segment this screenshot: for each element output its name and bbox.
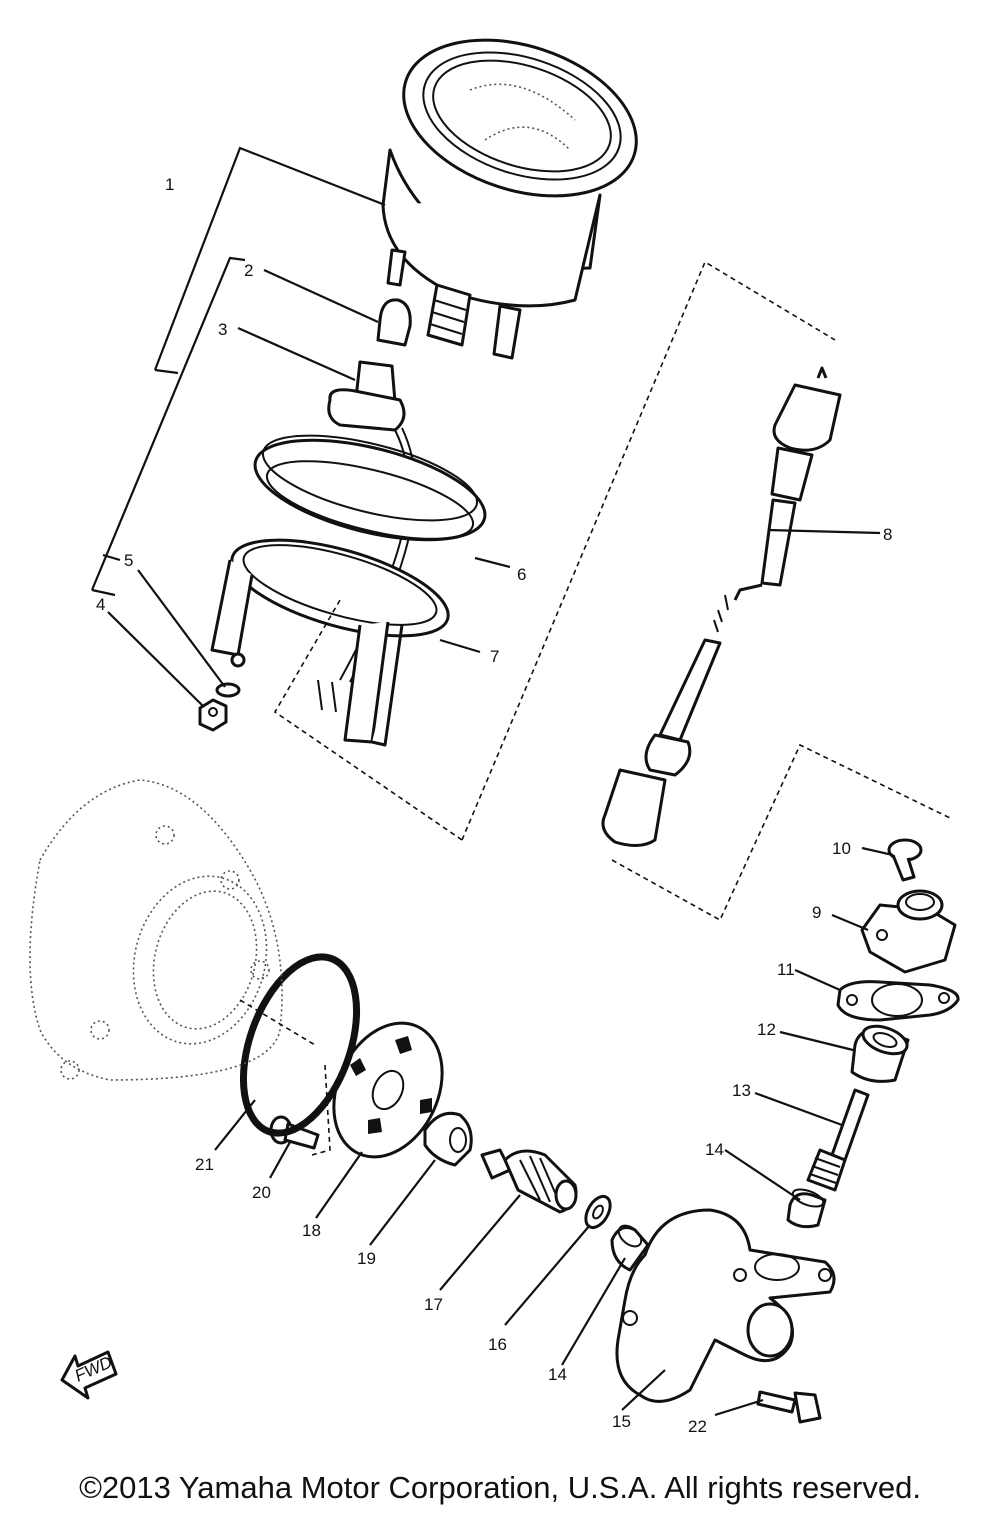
- bushing-lower: [610, 1224, 650, 1272]
- bushing: [850, 1024, 910, 1083]
- gear-housing: [615, 1208, 836, 1403]
- callout-2: 2: [244, 261, 253, 280]
- callout-14-lower: 14: [548, 1365, 567, 1384]
- callout-11: 11: [777, 960, 795, 979]
- callout-17: 17: [424, 1295, 443, 1314]
- callout-10: 10: [832, 839, 851, 858]
- meter-bulb: [376, 298, 412, 347]
- callout-7: 7: [490, 647, 499, 666]
- meter-cable: [601, 366, 842, 847]
- callout-14-upper: 14: [705, 1140, 724, 1159]
- callout-13: 13: [732, 1081, 751, 1100]
- collar: [423, 1111, 473, 1167]
- callout-4: 4: [96, 595, 105, 614]
- callout-1: 1: [165, 175, 174, 194]
- housing-bolt: [756, 1390, 822, 1424]
- callout-9: 9: [812, 903, 821, 922]
- leader-lines: [107, 268, 894, 1417]
- cable-guide: [860, 889, 957, 974]
- fwd-arrow: FWD: [60, 1350, 118, 1400]
- meter-bracket: [210, 538, 450, 747]
- callout-labels: 1 2 3 4 5 6 7 8 9 10 11 12 13 14 14 15 1…: [96, 175, 892, 1436]
- meter-cushion: [253, 434, 487, 542]
- exploded-parts-diagram: 1 2 3 4 5 6 7 8 9 10 11 12 13 14 14 15 1…: [29, 38, 960, 1436]
- callout-5: 5: [124, 551, 133, 570]
- callout-16: 16: [488, 1335, 507, 1354]
- callout-8: 8: [883, 525, 892, 544]
- callout-19: 19: [357, 1249, 376, 1268]
- callout-15: 15: [612, 1412, 631, 1431]
- callout-12: 12: [757, 1020, 776, 1039]
- drive-shaft: [806, 1088, 870, 1192]
- callout-3: 3: [218, 320, 227, 339]
- thrust-washer: [584, 1194, 612, 1230]
- callout-6: 6: [517, 565, 526, 584]
- copyright-notice: ©2013 Yamaha Motor Corporation, U.S.A. A…: [79, 1470, 921, 1505]
- callout-18: 18: [302, 1221, 321, 1240]
- washer-upper: [786, 1188, 827, 1229]
- guide-gasket: [836, 980, 960, 1022]
- drive-gear: [480, 1148, 578, 1214]
- o-ring: [239, 953, 361, 1137]
- nut-and-washer: [198, 682, 241, 732]
- guide-screw: [887, 838, 923, 882]
- assembly-brackets: [90, 146, 386, 597]
- callout-20: 20: [252, 1183, 271, 1202]
- dashed-boundary-lines: [239, 260, 951, 1156]
- callout-22: 22: [688, 1417, 707, 1436]
- callout-21: 21: [195, 1155, 214, 1174]
- wheel-hub-outline: [29, 779, 283, 1081]
- meter-assembly: [381, 38, 638, 360]
